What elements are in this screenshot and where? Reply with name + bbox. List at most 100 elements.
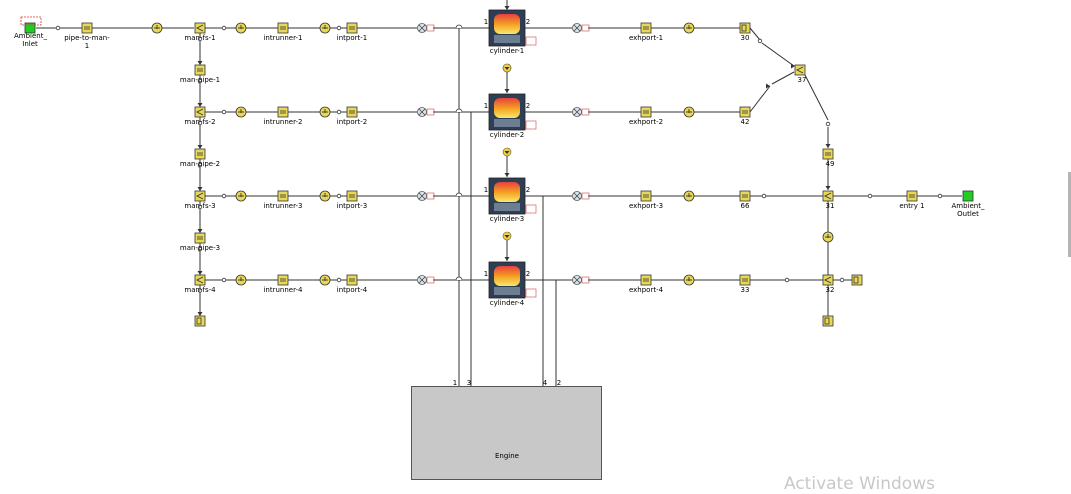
intake-port-2-component[interactable] [346,106,358,118]
exhaust-throttle-5-icon[interactable] [822,231,834,243]
exhaust-node-49-component[interactable] [822,148,834,160]
ambient-outlet-icon[interactable] [962,190,974,202]
exhaust-junction-32-component[interactable] [822,274,834,286]
exhaust-port-1-component[interactable] [640,22,652,34]
manifold-3-label: man-fs-3 [184,202,216,210]
exhaust-end-cap-right-icon[interactable] [851,274,863,286]
valve-3-icon[interactable] [502,147,512,157]
throttle-b-1-icon[interactable] [319,22,331,34]
intake-runner-4-component[interactable] [277,274,289,286]
intake-port-4-component[interactable] [346,274,358,286]
exhaust-node-30-component[interactable] [739,22,751,34]
manifold-pipe-2-component[interactable] [194,148,206,160]
manifold-2-label: man-fs-2 [184,118,216,126]
flow-arrow [791,63,795,69]
exhaust-throttle-4-icon[interactable] [683,274,695,286]
manifold-2-component[interactable] [194,106,206,118]
flow-arrow [504,89,510,93]
exhaust-node-42-label: 42 [740,118,750,126]
exhaust-valve-4-icon[interactable] [572,275,590,285]
exhaust-port-2-component[interactable] [640,106,652,118]
manifold-end-cap-icon[interactable] [194,315,206,327]
exhaust-node-31-label: 31 [825,202,835,210]
manifold-pipe-1-component[interactable] [194,64,206,76]
exhaust-valve-2-icon[interactable] [572,107,590,117]
intake-port-1-component[interactable] [346,22,358,34]
connection-line [749,27,761,41]
connection-node [336,109,342,115]
fuel-injector-4-icon[interactable] [417,275,435,285]
throttle-3-icon[interactable] [235,190,247,202]
fuel-injector-3-icon[interactable] [417,191,435,201]
manifold-pipe-3-label: man-pipe-3 [179,244,221,252]
intake-runner-2-component[interactable] [277,106,289,118]
exhaust-port-4-component[interactable] [640,274,652,286]
connection-line [761,42,795,67]
connection-node [336,193,342,199]
connection-node [55,25,61,31]
vertical-scrollbar[interactable] [1068,172,1071,257]
intake-runner-3-label: intrunner-3 [263,202,303,210]
cylinder-port-out-number: 2 [525,18,531,26]
intake-port-1-label: intport-1 [336,34,368,42]
exhaust-throttle-1-icon[interactable] [683,22,695,34]
engine-port-number: 3 [466,379,472,387]
flow-arrow [197,229,203,233]
cylinder-3-component[interactable] [488,177,537,215]
connection-node [221,277,227,283]
flow-arrow [197,145,203,149]
connection-line [804,74,829,121]
pipe-to-manifold-component[interactable] [81,22,93,34]
intake-port-4-label: intport-4 [336,286,368,294]
ambient-inlet-icon[interactable] [24,22,36,34]
exhaust-port-3-component[interactable] [640,190,652,202]
exhaust-throttle-2-icon[interactable] [683,106,695,118]
engine-block[interactable] [411,386,602,480]
flow-arrow [504,257,510,261]
exhaust-node-32-label: 32 [825,286,835,294]
cylinder-port-in-number: 1 [483,102,489,110]
exhaust-node-66-component[interactable] [739,190,751,202]
valve-4-icon[interactable] [502,231,512,241]
flow-arrow [504,173,510,177]
flow-arrow [825,186,831,190]
connection-node [784,277,790,283]
throttle-2-icon[interactable] [235,106,247,118]
intake-runner-1-component[interactable] [277,22,289,34]
exhaust-end-cap-bottom-icon[interactable] [822,315,834,327]
connection-node [761,193,767,199]
exhaust-throttle-3-icon[interactable] [683,190,695,202]
cylinder-2-label: cylinder-2 [489,131,525,139]
fuel-injector-1-icon[interactable] [417,23,435,33]
throttle-4-icon[interactable] [235,274,247,286]
manifold-1-component[interactable] [194,22,206,34]
throttle-1-icon[interactable] [235,22,247,34]
ambient-inlet-label: Ambient_Inlet [14,32,47,48]
intake-runner-3-component[interactable] [277,190,289,202]
cylinder-port-in-number: 1 [483,18,489,26]
cylinder-port-out-number: 2 [525,186,531,194]
manifold-3-component[interactable] [194,190,206,202]
tail-pipe-component[interactable] [906,190,918,202]
exhaust-node-42-component[interactable] [739,106,751,118]
manifold-4-label: man-fs-4 [184,286,216,294]
fuel-injector-2-icon[interactable] [417,107,435,117]
cylinder-port-out-number: 2 [525,270,531,278]
exhaust-junction-31-component[interactable] [822,190,834,202]
inlet-throttle-icon[interactable] [151,22,163,34]
intake-port-3-component[interactable] [346,190,358,202]
connection-node [197,288,203,293]
manifold-pipe-3-component[interactable] [194,232,206,244]
throttle-b-3-icon[interactable] [319,190,331,202]
exhaust-junction-37-component[interactable] [794,64,806,76]
exhaust-valve-3-icon[interactable] [572,191,590,201]
cylinder-port-out-number: 2 [525,102,531,110]
exhaust-node-33-component[interactable] [739,274,751,286]
cylinder-3-label: cylinder-3 [489,215,525,223]
manifold-4-component[interactable] [194,274,206,286]
valve-2-top-icon[interactable] [502,63,512,73]
throttle-b-2-icon[interactable] [319,106,331,118]
throttle-b-4-icon[interactable] [319,274,331,286]
exhaust-valve-1-icon[interactable] [572,23,590,33]
cylinder-2-component[interactable] [488,93,537,131]
